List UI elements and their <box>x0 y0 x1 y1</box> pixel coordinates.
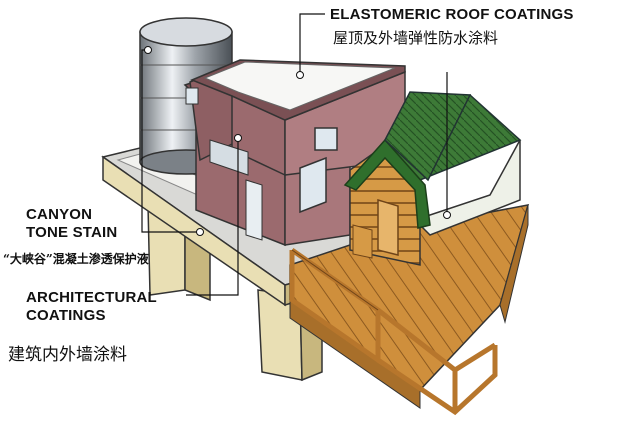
canyon-stain-cn-label: “大峡谷”混凝土渗透保护液 <box>3 252 149 266</box>
log-cabin <box>343 91 522 266</box>
roof-coatings-label: ELASTOMERIC ROOF COATINGS <box>330 6 574 23</box>
architectural-coatings-label-line2: COATINGS <box>26 307 106 324</box>
main-building <box>183 59 406 247</box>
wooden-deck <box>289 204 530 416</box>
architectural-coatings-label-line1: ARCHITECTURAL <box>26 289 157 306</box>
leader-lines <box>141 13 451 296</box>
canyon-stain-label-line1: CANYON <box>26 206 93 223</box>
canyon-stain-label-line2: TONE STAIN <box>26 224 118 241</box>
roof-coatings-cn-label: 屋顶及外墙弹性防水涂料 <box>333 29 499 47</box>
architectural-coatings-cn-label: 建筑内外墙涂料 <box>8 345 127 365</box>
